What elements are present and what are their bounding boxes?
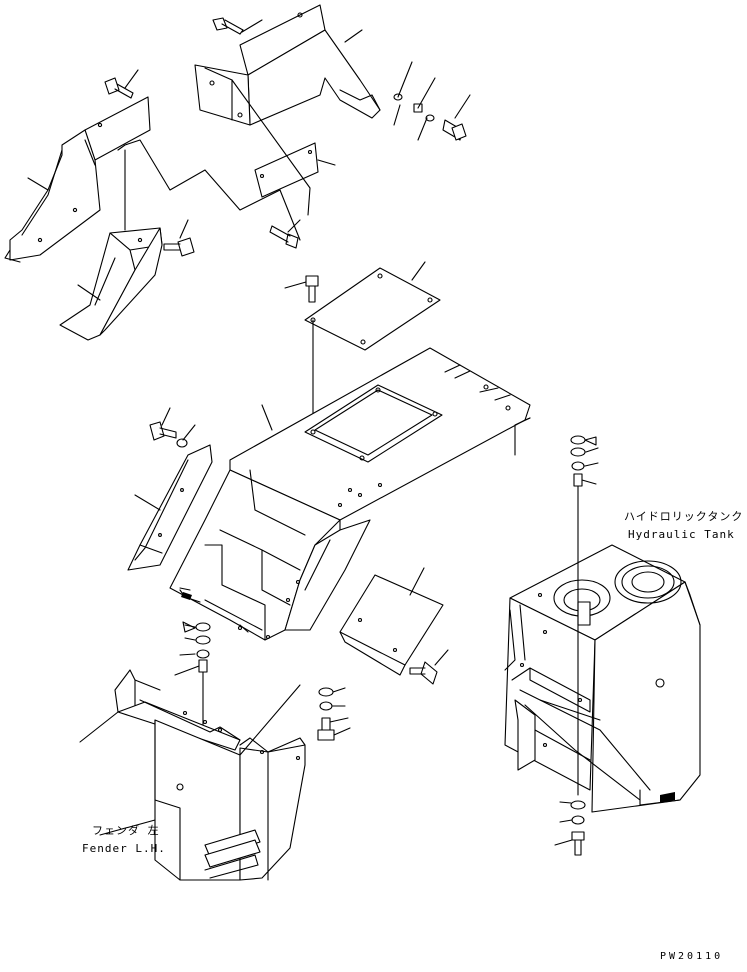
washer-stack-below-tank bbox=[554, 800, 586, 856]
nut-stack-fender bbox=[317, 687, 351, 741]
hydraulic-tank-label-jp: ハイドロリックタンク bbox=[624, 510, 744, 523]
bolt-mid-left bbox=[163, 219, 195, 257]
washer-stack-above-tank bbox=[570, 435, 599, 487]
main-step-assembly bbox=[169, 347, 531, 641]
hydraulic-tank-part bbox=[504, 544, 701, 813]
fender-lh-label-jp: フェンダ 左 bbox=[92, 824, 160, 837]
fender-lh-label-en: Fender L.H. bbox=[82, 842, 166, 855]
upper-bracket-part bbox=[194, 4, 381, 126]
bolt-guard bbox=[409, 649, 449, 685]
bolt-left-top bbox=[104, 69, 139, 99]
bolt-upper-right bbox=[442, 94, 471, 141]
washer-set-upper-right bbox=[393, 61, 436, 141]
drawing-code: PW20110 bbox=[660, 951, 724, 962]
fender-lh-part bbox=[114, 669, 306, 881]
access-cover-plate bbox=[304, 261, 441, 351]
right-guard-plate bbox=[339, 567, 444, 676]
bolt-center bbox=[269, 219, 301, 249]
hydraulic-tank-label-en: Hydraulic Tank bbox=[628, 528, 735, 541]
small-cover-plate bbox=[254, 142, 336, 198]
bolt-top bbox=[212, 17, 263, 35]
side-step-panel bbox=[127, 444, 213, 571]
lower-left-bracket-part bbox=[59, 227, 163, 341]
left-bracket-part bbox=[4, 96, 151, 263]
bolt-cover bbox=[284, 275, 319, 303]
bolt-left-of-main bbox=[149, 407, 196, 448]
